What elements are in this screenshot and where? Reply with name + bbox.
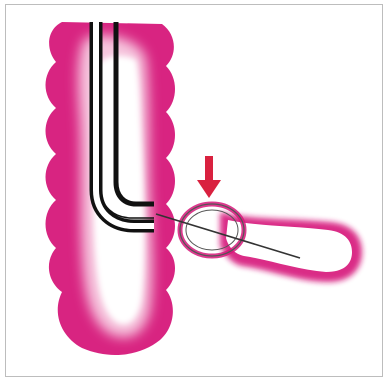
colon-segment (46, 22, 176, 355)
down-arrow-icon (197, 156, 221, 198)
